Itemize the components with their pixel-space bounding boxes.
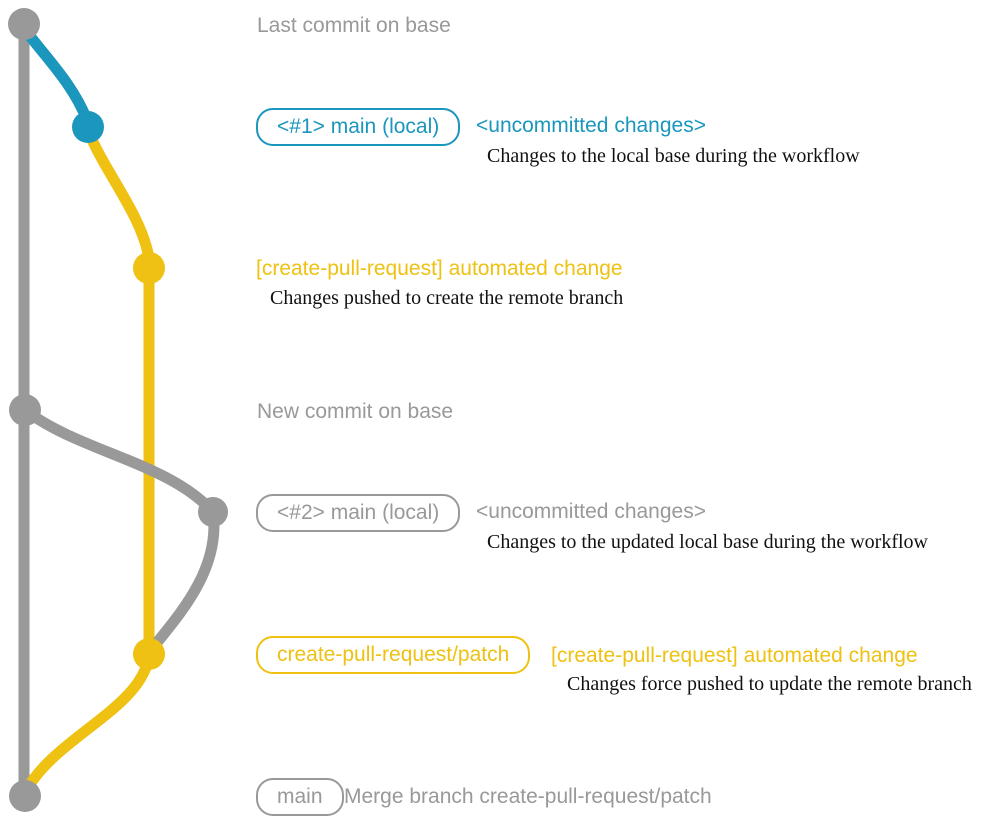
uncommitted-changes-label-1: <uncommitted changes> xyxy=(476,114,706,137)
uncommitted-changes-description-1: Changes to the local base during the wor… xyxy=(487,145,860,167)
badge-main-local-1: <#1> main (local) xyxy=(256,108,461,146)
automated-change-description-1: Changes pushed to create the remote bran… xyxy=(270,287,624,309)
automated-change-label-2: [create-pull-request] automated change xyxy=(551,644,918,667)
commit-node-last-base xyxy=(8,8,40,40)
commit-node-merge xyxy=(9,780,41,812)
commit-node-main-local-2 xyxy=(198,497,228,527)
uncommitted-changes-description-2: Changes to the updated local base during… xyxy=(487,531,928,553)
automated-change-description-2: Changes force pushed to update the remot… xyxy=(567,673,972,695)
commit-node-automated-change xyxy=(133,252,165,284)
local-main-branch-curve xyxy=(18,22,93,126)
badge-create-pull-request-patch: create-pull-request/patch xyxy=(256,636,531,674)
merge-branch-label: Merge branch create-pull-request/patch xyxy=(344,785,712,808)
badge-main-local-2: <#2> main (local) xyxy=(256,494,461,532)
uncommitted-changes-label-2: <uncommitted changes> xyxy=(476,500,706,523)
commit-node-new-base xyxy=(9,394,41,426)
commit-node-main-local-1 xyxy=(72,111,104,143)
commit-node-force-pushed xyxy=(133,638,165,670)
new-commit-heading: New commit on base xyxy=(257,400,454,423)
last-commit-heading: Last commit on base xyxy=(257,14,451,37)
automated-change-label-1: [create-pull-request] automated change xyxy=(256,257,623,280)
updated-local-main-curve xyxy=(19,404,220,656)
badge-main: main xyxy=(256,778,344,816)
